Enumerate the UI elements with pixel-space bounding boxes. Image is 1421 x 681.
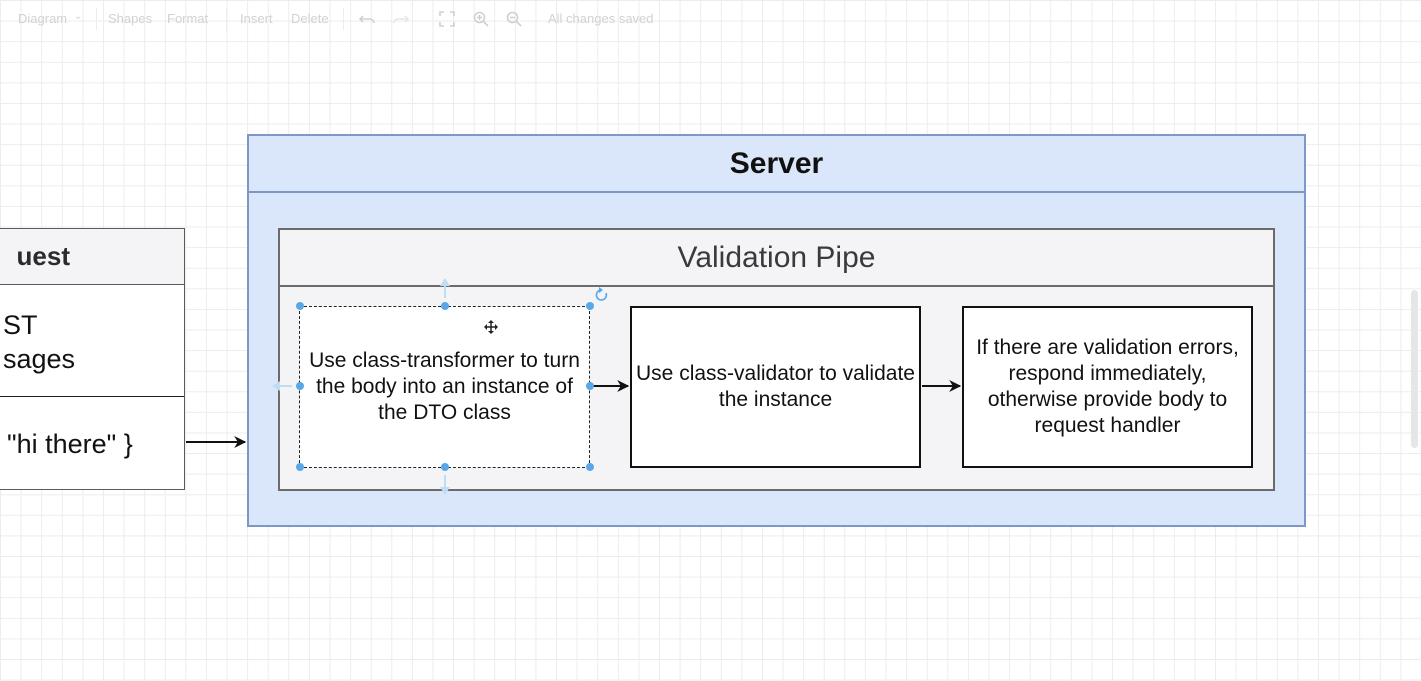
toolbar: Diagram ⌄ Shapes Format Insert Delete Al… (0, 0, 700, 38)
diagram-menu[interactable]: Diagram (18, 11, 68, 26)
resize-handle[interactable] (296, 463, 304, 471)
toolbar-divider (226, 8, 227, 30)
toolbar-divider (343, 8, 344, 30)
insert-button[interactable]: Insert (240, 11, 273, 26)
undo-icon[interactable] (358, 10, 376, 28)
save-status: All changes saved (548, 11, 654, 26)
request-body-section: "hi there" } (0, 397, 184, 491)
redo-icon[interactable] (392, 10, 410, 28)
validation-pipe-title: Validation Pipe (280, 230, 1273, 287)
request-body-text: "hi there" } (7, 429, 133, 459)
zoom-in-icon[interactable] (472, 10, 490, 28)
fit-icon[interactable] (438, 10, 456, 28)
resize-handle[interactable] (586, 382, 594, 390)
resize-handle[interactable] (296, 382, 304, 390)
request-box[interactable]: uest ST sages "hi there" } (0, 228, 185, 490)
zoom-out-icon[interactable] (505, 10, 523, 28)
request-method-section: ST sages (0, 285, 184, 397)
step-text: Use class-validator to validate the inst… (636, 362, 915, 411)
chevron-down-icon[interactable]: ⌄ (74, 11, 83, 22)
selection-handles[interactable] (296, 302, 594, 471)
server-title: Server (249, 136, 1304, 193)
delete-button[interactable]: Delete (291, 11, 329, 26)
format-button[interactable]: Format (167, 11, 209, 26)
resize-handle[interactable] (296, 302, 304, 310)
resize-handle[interactable] (586, 463, 594, 471)
request-path-line: sages (3, 344, 76, 374)
resize-handle[interactable] (441, 302, 449, 310)
resize-handle[interactable] (441, 463, 449, 471)
vertical-scrollbar[interactable] (1411, 290, 1418, 448)
step-text: Use class-transformer to turn the body i… (309, 349, 580, 424)
toolbar-divider (96, 8, 97, 30)
step-respond-or-forward[interactable]: If there are validation errors, respond … (962, 306, 1253, 468)
shapes-button[interactable]: Shapes (108, 11, 153, 26)
step-text: If there are validation errors, respond … (976, 336, 1239, 437)
resize-handle[interactable] (586, 302, 594, 310)
request-title: uest (0, 229, 184, 285)
request-method-line: ST (3, 310, 38, 340)
step-class-transformer[interactable]: Use class-transformer to turn the body i… (299, 306, 590, 468)
step-class-validator[interactable]: Use class-validator to validate the inst… (630, 306, 921, 468)
